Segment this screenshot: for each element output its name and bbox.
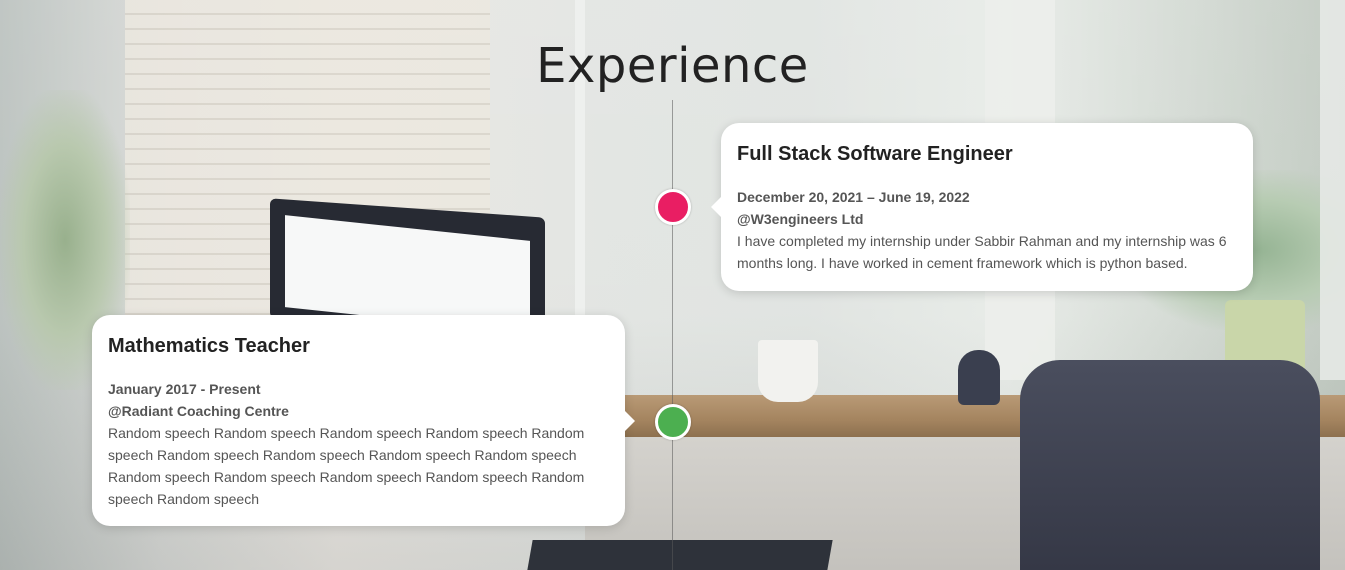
job-description: I have completed my internship under Sab… (737, 233, 1227, 271)
tablet (527, 540, 833, 570)
office-chair (1020, 360, 1320, 570)
job-title: Full Stack Software Engineer (737, 143, 1013, 165)
job-description: Random speech Random speech Random speec… (108, 425, 585, 507)
window-frame (575, 0, 585, 330)
section-title: Experience (536, 38, 809, 94)
job-title: Mathematics Teacher (108, 335, 310, 357)
job-organization: @W3engineers Ltd (737, 211, 864, 227)
job-organization: @Radiant Coaching Centre (108, 403, 289, 419)
timeline-dot-2 (655, 404, 691, 440)
timeline-dot-1 (655, 189, 691, 225)
experience-card-1: Full Stack Software Engineer December 20… (711, 123, 1253, 291)
candle-lamp (958, 350, 1000, 405)
job-date: December 20, 2021 – June 19, 2022 (737, 189, 970, 205)
plant-pot (758, 340, 818, 402)
card-pointer (625, 411, 635, 431)
timeline-line (672, 100, 673, 570)
job-date: January 2017 - Present (108, 381, 261, 397)
card-pointer (711, 197, 721, 217)
window-frame (1320, 0, 1345, 380)
experience-card-2: Mathematics Teacher January 2017 - Prese… (92, 315, 635, 526)
